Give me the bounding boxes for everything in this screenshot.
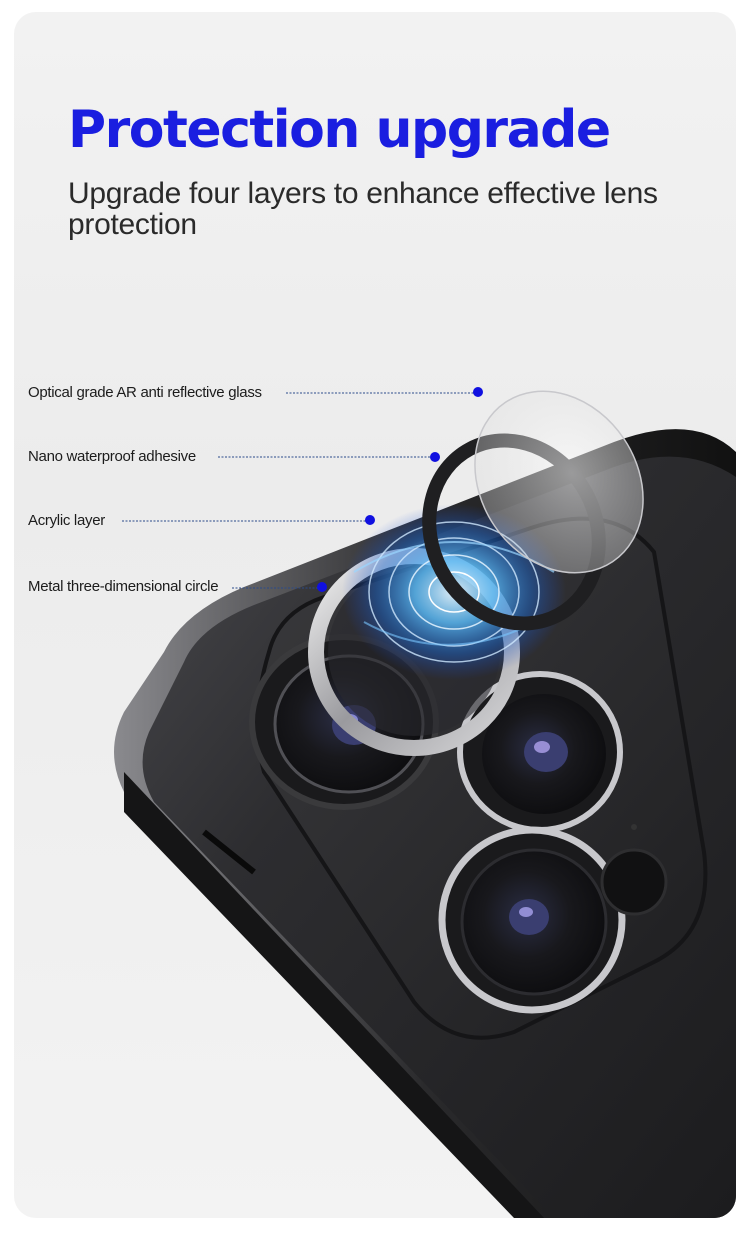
- callout-label-ar-glass: Optical grade AR anti reflective glass: [28, 384, 262, 401]
- page-subtitle: Upgrade four layers to enhance effective…: [68, 177, 658, 241]
- camera-layers-illustration: [114, 387, 736, 1218]
- product-card: Protection upgrade Upgrade four layers t…: [14, 12, 736, 1218]
- callout-dot-acrylic: [365, 515, 375, 525]
- ar-glass-layer: [474, 390, 644, 574]
- callout-dot-adhesive: [430, 452, 440, 462]
- callout-dot-metal: [317, 582, 327, 592]
- flash-sensor: [600, 824, 668, 916]
- callout-label-adhesive: Nano waterproof adhesive: [28, 448, 196, 465]
- callout-label-acrylic: Acrylic layer: [28, 512, 105, 529]
- callout-lines: [122, 387, 483, 592]
- lens-bottom: [438, 826, 626, 1014]
- callout-label-metal: Metal three-dimensional circle: [28, 578, 219, 595]
- page-title: Protection upgrade: [68, 100, 611, 160]
- callout-dot-ar-glass: [473, 387, 483, 397]
- lens-middle-right: [457, 671, 623, 833]
